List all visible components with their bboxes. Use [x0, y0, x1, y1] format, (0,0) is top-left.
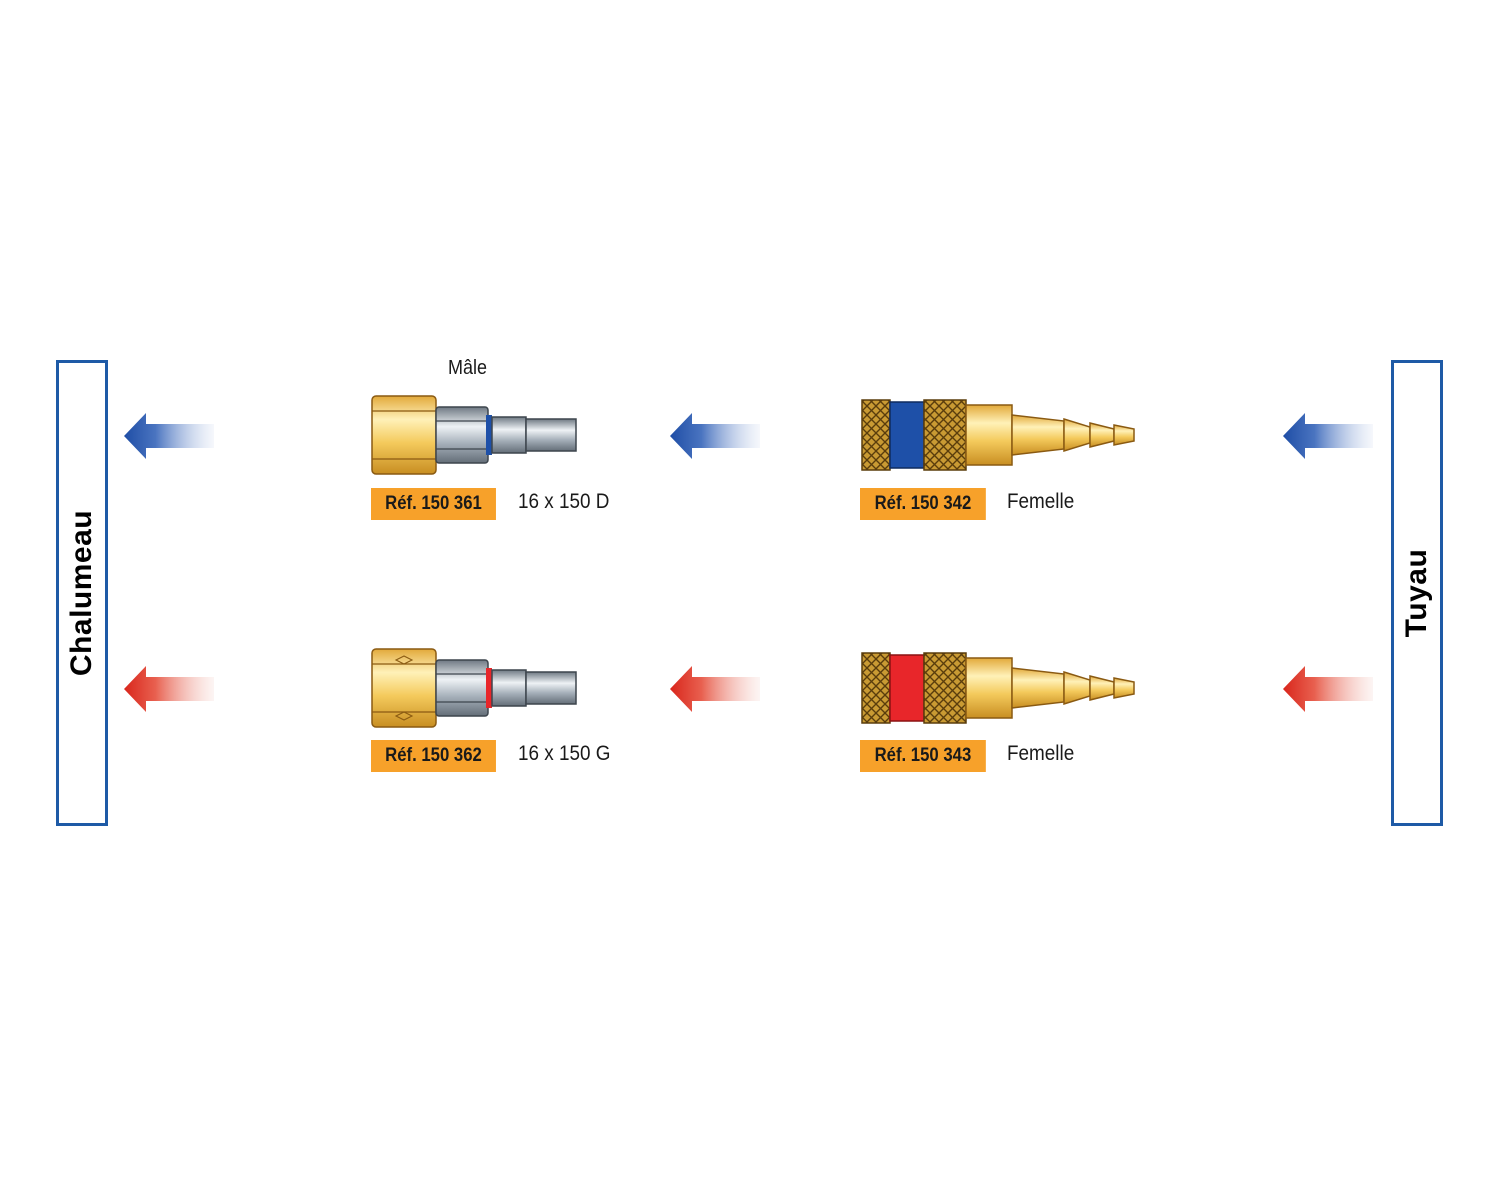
ref-badge-150362: Réf. 150 362: [371, 740, 496, 772]
male-heading: Mâle: [448, 357, 488, 379]
chalumeau-box: Chalumeau: [56, 360, 108, 826]
male-coupling-red-icon: [371, 648, 577, 728]
arrow-red-left-icon: [124, 666, 214, 712]
ref-badge-150343: Réf. 150 343: [860, 740, 986, 772]
female-coupling-blue-icon: [861, 399, 1135, 471]
arrow-blue-middle-icon: [670, 413, 760, 459]
male-desc-row2: 16 x 150 G: [518, 742, 611, 765]
arrow-blue-right-icon: [1283, 413, 1373, 459]
tuyau-label: Tuyau: [1400, 548, 1433, 638]
ref-badge-150361: Réf. 150 361: [371, 488, 496, 520]
arrow-red-middle-icon: [670, 666, 760, 712]
ref-badge-150342: Réf. 150 342: [860, 488, 986, 520]
male-desc-row1: 16 x 150 D: [518, 490, 610, 513]
female-coupling-red-icon: [861, 652, 1135, 724]
tuyau-box: Tuyau: [1391, 360, 1443, 826]
arrow-blue-left-icon: [124, 413, 214, 459]
male-coupling-blue-icon: [371, 395, 577, 475]
chalumeau-label: Chalumeau: [65, 509, 98, 677]
female-desc-row2: Femelle: [1007, 742, 1075, 765]
arrow-red-right-icon: [1283, 666, 1373, 712]
female-desc-row1: Femelle: [1007, 490, 1075, 513]
